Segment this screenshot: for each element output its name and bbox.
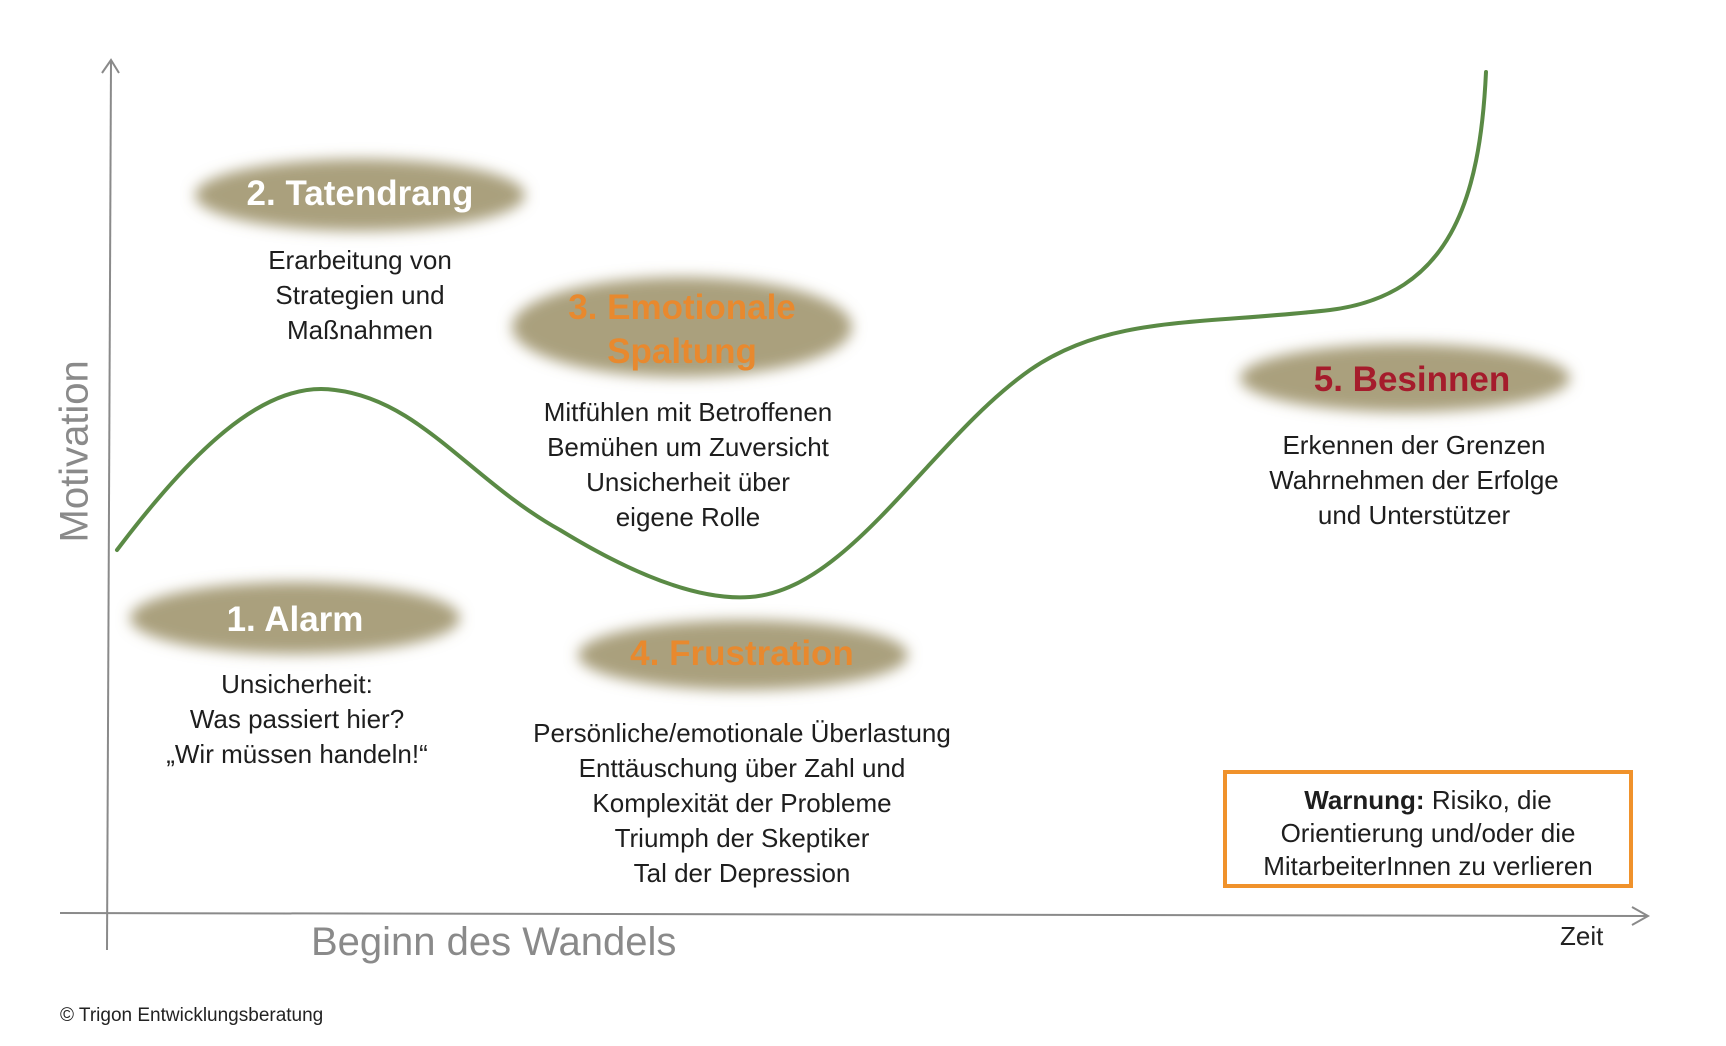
copyright-notice: © Trigon Entwicklungsberatung xyxy=(60,1005,324,1026)
x-axis-label: Beginn des Wandels xyxy=(311,920,677,964)
brush-stroke-besinnen xyxy=(1240,344,1570,412)
warning-line: MitarbeiterInnen zu verlieren xyxy=(1263,851,1593,881)
brush-stroke-alarm xyxy=(130,582,460,654)
y-axis-label: Motivation xyxy=(52,360,97,543)
phase-title-frustration: 4. Frustration xyxy=(630,634,854,673)
x-axis-arrowhead xyxy=(1631,906,1651,926)
phase-desc-alarm: Unsicherheit: Was passiert hier? „Wir mü… xyxy=(166,669,428,769)
brush-stroke-tatendrang xyxy=(195,159,525,231)
warning-line: Orientierung und/oder die xyxy=(1280,818,1576,848)
brush-stroke-frustration xyxy=(578,620,908,690)
brush-stroke-emotionale-spaltung xyxy=(512,277,852,377)
phase-desc-frustration: Persönliche/emotionale Überlastung Enttä… xyxy=(533,718,951,888)
phase-desc-besinnen: Erkennen der Grenzen Wahrnehmen der Erfo… xyxy=(1269,430,1559,530)
warning-label: Warnung: xyxy=(1304,785,1425,815)
warning-box: Warnung: Risiko, die Orientierung und/od… xyxy=(1223,770,1633,888)
phase-title-besinnen: 5. Besinnen xyxy=(1313,360,1511,399)
y-axis-arrowhead xyxy=(101,58,120,74)
phase-desc-tatendrang: Erarbeitung von Strategien und Maßnahmen xyxy=(268,245,452,345)
phase-desc-emotionale-spaltung: Mitfühlen mit Betroffenen Bemühen um Zuv… xyxy=(543,397,833,532)
phase-title-alarm: 1. Alarm xyxy=(226,600,364,639)
x-axis-end-label: Zeit xyxy=(1560,921,1604,951)
brush-strokes xyxy=(130,159,1570,690)
y-axis xyxy=(106,59,112,951)
warning-text: Risiko, die xyxy=(1424,785,1552,815)
motivation-curve xyxy=(115,70,1488,600)
phase-title-tatendrang: 2. Tatendrang xyxy=(246,174,474,213)
phase-title-emotionale-spaltung: 3. Emotionale Spaltung xyxy=(568,288,796,371)
axes xyxy=(59,58,1651,951)
x-axis xyxy=(59,912,1649,917)
